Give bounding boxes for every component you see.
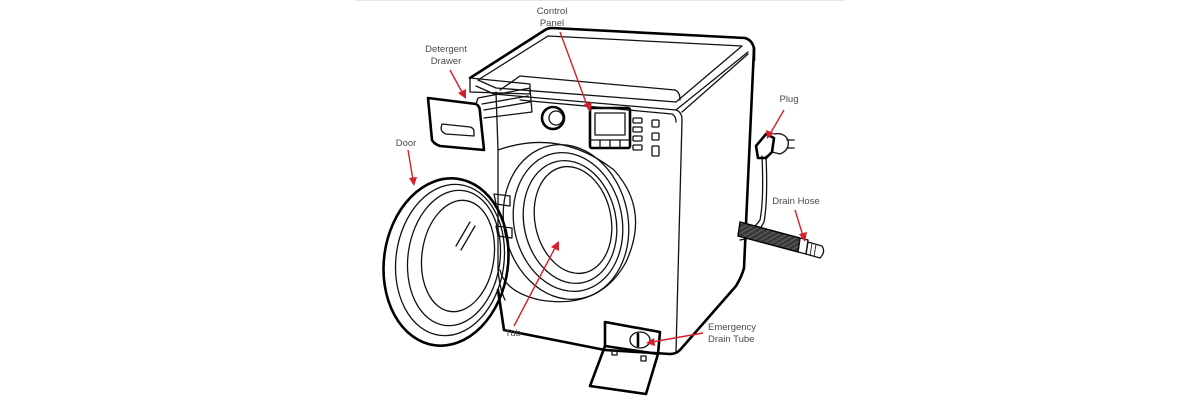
program-knob	[540, 105, 566, 131]
porthole-outer	[497, 141, 637, 303]
callout-drain-hose: Drain Hose	[764, 196, 828, 208]
porthole-ring-3	[522, 159, 618, 285]
callout-drain-hose-line1: Drain Hose	[772, 196, 820, 207]
callout-detergent-drawer-line2: Drawer	[430, 56, 462, 67]
hatch-opening	[603, 320, 662, 356]
callout-tub-line1: Tub	[504, 328, 522, 339]
arrow-plug	[766, 109, 785, 139]
cabinet-corner-edge	[681, 53, 749, 113]
cabinet-front-right-edge	[675, 109, 683, 353]
drum-opening	[533, 165, 613, 275]
nozzle-ridge	[809, 242, 813, 257]
cabinet	[468, 26, 756, 356]
porthole-ring-1	[502, 143, 630, 301]
door-hinge-top	[493, 193, 511, 207]
cabinet-bottom-edge	[496, 288, 672, 356]
control-panel-assembly	[499, 75, 681, 157]
callout-arrows	[407, 31, 807, 346]
callout-detergent-drawer-line1: Detergent	[425, 44, 467, 55]
drawer-front	[426, 96, 486, 152]
cabinet-top-back-edge	[468, 26, 756, 80]
cabinet-top-front-edge	[475, 51, 749, 111]
plug-body	[754, 132, 776, 160]
program-knob-center	[548, 110, 564, 126]
drawer-rails	[481, 95, 531, 111]
panel-button	[632, 135, 643, 142]
door	[382, 177, 513, 347]
arrow-door	[407, 149, 417, 186]
display-screen	[594, 112, 626, 136]
callout-emergency-drain-tube-line2: Drain Tube	[708, 334, 755, 345]
panel-button	[651, 119, 660, 128]
glass-reflection-2	[460, 225, 476, 251]
door-ring-1	[394, 183, 506, 337]
arrow-drain-hose	[794, 209, 807, 242]
callout-plug-line1: Plug	[779, 94, 799, 105]
hose-nozzle	[805, 241, 825, 259]
hatch-tab-left	[611, 349, 618, 356]
panel-button	[632, 144, 643, 151]
callout-control-panel-line1: Control	[536, 6, 568, 17]
panel-button	[651, 145, 660, 157]
porthole-ring-2	[512, 151, 624, 293]
arrow-detergent-drawer	[449, 69, 466, 99]
drawer-handle	[440, 123, 475, 137]
callout-control-panel: Control Panel	[530, 6, 574, 30]
drain-tube-cap	[629, 331, 651, 349]
callout-control-panel-line2: Panel	[539, 18, 565, 29]
detergent-drawer	[426, 77, 533, 152]
arrow-tub	[513, 241, 559, 327]
glass-reflection-1	[455, 221, 471, 247]
cabinet-right-edge	[668, 46, 756, 356]
callout-door-line1: Door	[395, 138, 417, 149]
panel-button	[651, 132, 660, 141]
emergency-drain-hatch	[588, 320, 662, 396]
console-strip	[499, 75, 681, 101]
cabinet-top-panel	[477, 35, 743, 103]
panel-button	[632, 126, 643, 133]
door-outer-rim	[382, 177, 510, 347]
callout-detergent-drawer: Detergent Drawer	[418, 44, 474, 68]
drain-hose	[737, 221, 825, 259]
nozzle-ridge	[813, 243, 817, 258]
hatch-tab-right	[640, 355, 647, 362]
hose-corrugated-section	[737, 221, 801, 253]
door-hinge-bottom	[495, 225, 513, 239]
callout-emergency-drain-tube: Emergency Drain Tube	[708, 322, 778, 346]
callout-plug: Plug	[772, 94, 806, 106]
hatch-cover	[588, 344, 660, 396]
panel-button	[632, 117, 643, 124]
arrow-emergency-drain-tube	[646, 332, 704, 346]
callout-door: Door	[390, 138, 422, 150]
callout-tub: Tub	[498, 328, 528, 340]
drawer-body	[475, 87, 533, 119]
door-glass	[420, 199, 496, 313]
callout-emergency-drain-tube-line1: Emergency	[708, 322, 757, 333]
door-ring-2	[406, 189, 502, 327]
tub	[497, 141, 637, 303]
console-lower-edge	[519, 99, 677, 123]
top-border-line	[355, 0, 845, 1]
arrow-control-panel	[559, 31, 592, 112]
